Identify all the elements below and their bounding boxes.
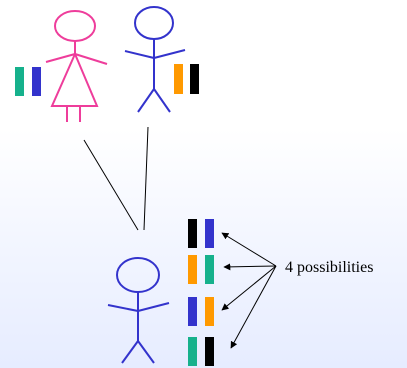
allele-bar-teal: [15, 67, 24, 96]
child-head: [116, 257, 160, 293]
allele-bar-blue: [205, 219, 214, 248]
mother-arm-left: [45, 53, 76, 63]
arrow-to-possibility-2: [223, 263, 277, 271]
child-arm-right: [137, 302, 170, 312]
father-to-child-line: [143, 126, 149, 231]
father-arm-left: [124, 50, 155, 59]
father-allele-pair: [174, 64, 199, 94]
child-possibility-4: [188, 337, 214, 366]
allele-bar-teal: [188, 337, 197, 366]
allele-bar-blue: [188, 297, 197, 326]
allele-bar-teal: [205, 255, 214, 284]
child-leg-right: [137, 340, 155, 364]
child-possibility-1: [188, 219, 214, 248]
father-figure: [124, 6, 186, 113]
child-leg-left: [121, 340, 139, 364]
child-arm-left: [107, 304, 139, 312]
mother-figure: [45, 10, 108, 122]
father-arm-right: [153, 49, 186, 59]
allele-bar-orange: [188, 255, 197, 284]
mother-to-child-line: [83, 139, 139, 231]
mother-arm-right: [74, 53, 108, 65]
arrow-to-possibility-4: [230, 265, 277, 349]
father-leg-right: [153, 88, 171, 113]
mother-allele-pair: [15, 67, 41, 96]
allele-bar-orange: [174, 64, 183, 94]
allele-bar-black: [205, 337, 214, 366]
mother-head: [54, 10, 96, 42]
arrow-to-possibility-1: [221, 232, 277, 267]
child-possibility-2: [188, 255, 214, 284]
arrow-to-possibility-3: [221, 265, 277, 311]
possibility-arrows: [221, 232, 277, 349]
mother-dress: [50, 51, 99, 107]
child-possibility-3: [188, 297, 214, 326]
allele-bar-black: [188, 219, 197, 248]
father-head: [134, 6, 174, 40]
allele-bar-blue: [32, 67, 41, 96]
allele-bar-orange: [205, 297, 214, 326]
child-figure: [107, 257, 170, 364]
allele-bar-black: [190, 64, 199, 94]
father-leg-left: [137, 88, 155, 113]
possibilities-label: 4 possibilities: [285, 259, 373, 276]
